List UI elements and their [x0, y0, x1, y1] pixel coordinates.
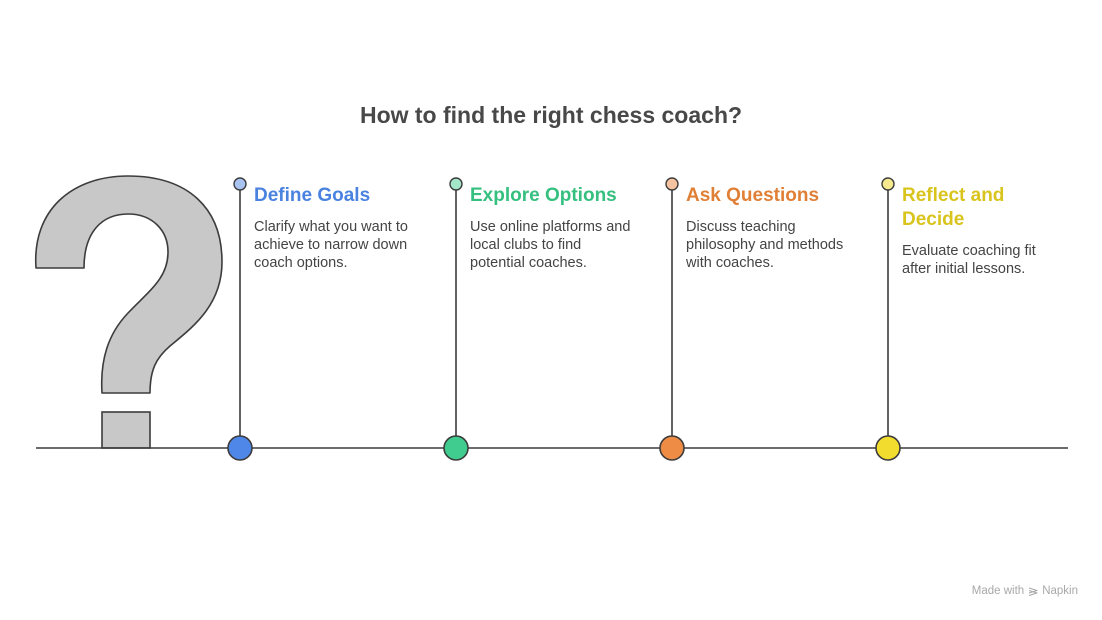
- watermark-prefix: Made with: [971, 585, 1025, 597]
- step-title: Ask Questions: [686, 185, 820, 206]
- step-explore-options: Explore Options Use online platforms and…: [470, 184, 640, 272]
- step-top-dot-1: [233, 177, 247, 191]
- step-define-goals: Define Goals Clarify what you want to ac…: [254, 184, 429, 272]
- step-description: Evaluate coaching fit after initial less…: [902, 243, 1036, 277]
- step-connector-3: [659, 177, 685, 461]
- diagram-title: How to find the right chess coach?: [359, 102, 743, 128]
- watermark-brand: Napkin: [1042, 585, 1078, 597]
- step-node-4: [875, 435, 901, 461]
- step-ask-questions: Ask Questions Discuss teaching philosoph…: [686, 184, 866, 272]
- step-top-dot-2: [449, 177, 463, 191]
- step-title: Define Goals: [254, 185, 371, 206]
- question-mark-dot: [101, 411, 151, 449]
- step-connector-1: [227, 177, 253, 461]
- step-node-3: [659, 435, 685, 461]
- napkin-logo-icon: [1029, 587, 1038, 596]
- step-description: Discuss teaching philosophy and methods …: [686, 219, 844, 271]
- step-reflect-and-decide: Reflect and Decide Evaluate coaching fit…: [902, 184, 1052, 278]
- step-connector-4: [875, 177, 901, 461]
- step-description: Use online platforms and local clubs to …: [470, 219, 631, 271]
- step-top-dot-4: [881, 177, 895, 191]
- napkin-watermark[interactable]: Made with Napkin: [972, 585, 1078, 597]
- step-connector-2: [443, 177, 469, 461]
- step-node-1: [227, 435, 253, 461]
- step-node-2: [443, 435, 469, 461]
- question-mark-hook: [35, 175, 223, 394]
- step-description: Clarify what you want to achieve to narr…: [254, 219, 408, 271]
- question-mark-icon: [35, 175, 223, 449]
- step-title: Explore Options: [470, 185, 617, 206]
- step-top-dot-3: [665, 177, 679, 191]
- step-title: Reflect and Decide: [902, 185, 1005, 230]
